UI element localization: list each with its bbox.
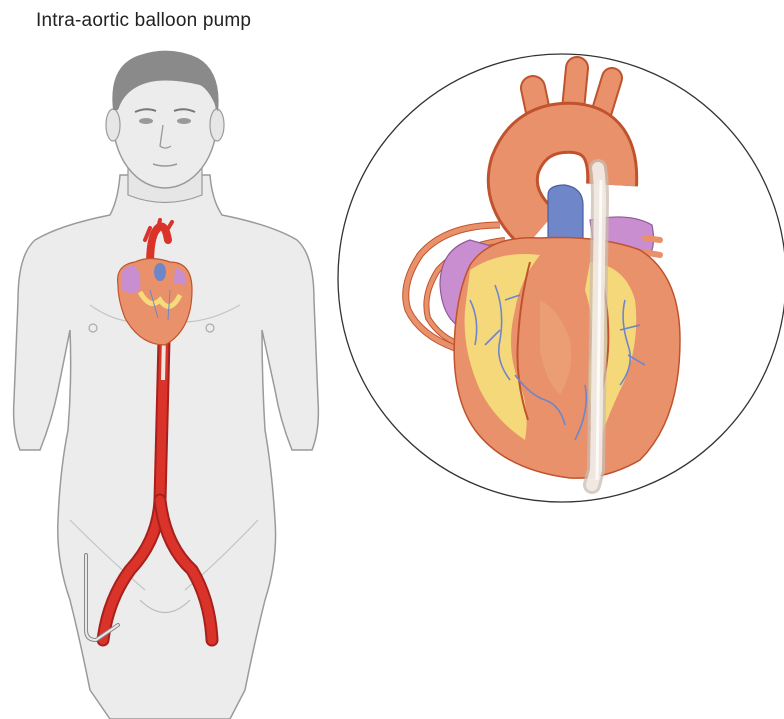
magnified-heart-icon [338, 54, 784, 502]
right-ear [210, 109, 224, 141]
left-ear [106, 109, 120, 141]
left-eye [139, 118, 153, 124]
right-eye [177, 118, 191, 124]
